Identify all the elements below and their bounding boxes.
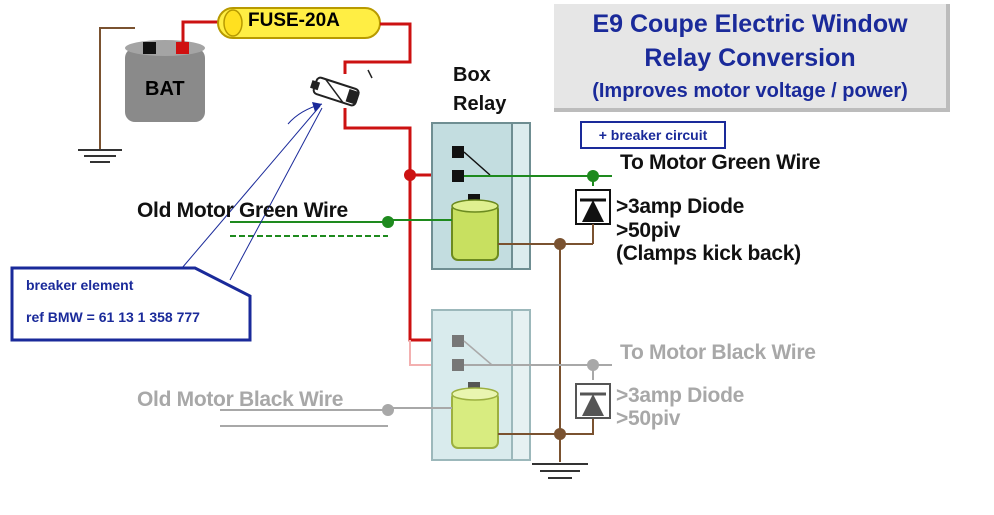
diode-top-line-1: >3amp Diode — [616, 195, 744, 218]
diode-bottom-ground — [560, 418, 594, 435]
battery-ground-wire — [99, 27, 135, 150]
ground-junction-top — [554, 238, 566, 250]
breaker-relay-wire — [343, 108, 455, 342]
old-motor-green-label: Old Motor Green Wire — [137, 199, 348, 222]
diode-bottom — [575, 383, 611, 419]
diode-top-line-3: (Clamps kick back) — [616, 242, 801, 265]
title-line-2: Relay Conversion — [644, 44, 856, 72]
title-line-3: (Improves motor voltage / power) — [592, 80, 908, 102]
ground-wire-top — [498, 243, 561, 435]
diode-top-line-2: >50piv — [616, 219, 681, 242]
title-box: E9 Coupe Electric Window Relay Conversio… — [554, 4, 950, 112]
callout-line-2: ref BMW = 61 13 1 358 777 — [26, 309, 200, 325]
breaker-spark — [367, 69, 373, 79]
to-motor-green-label: To Motor Green Wire — [620, 151, 821, 174]
title-line-1: E9 Coupe Electric Window — [592, 10, 908, 38]
callout-box — [10, 102, 323, 342]
to-motor-black-label: To Motor Black Wire — [620, 341, 816, 364]
diode-bottom-line-1: >3amp Diode — [616, 384, 744, 407]
relay-bottom — [431, 309, 531, 461]
relay-top — [431, 122, 531, 270]
black-junction — [587, 359, 599, 371]
green-junction — [587, 170, 599, 182]
main-ground-symbol — [532, 463, 588, 479]
battery-ground-symbol — [78, 149, 122, 163]
battery — [125, 40, 205, 122]
supply-junction — [404, 169, 416, 181]
battery-label: BAT — [145, 78, 185, 100]
fuse-output-wire — [343, 22, 412, 74]
breaker-element — [310, 76, 360, 107]
fuse-label: FUSE-20A — [248, 10, 340, 31]
relay-label-line-2: Relay — [453, 93, 507, 115]
callout-line-1: breaker element — [26, 277, 134, 293]
diode-bottom-line-2: >50piv — [616, 407, 681, 430]
relay-label-line-1: Box — [453, 64, 491, 86]
old-motor-black-label: Old Motor Black Wire — [137, 388, 344, 411]
diode-top — [575, 189, 611, 225]
breaker-circuit-label: + breaker circuit — [580, 121, 726, 149]
old-green-junction — [382, 216, 394, 228]
old-black-junction — [382, 404, 394, 416]
battery-positive-wire — [181, 20, 218, 42]
